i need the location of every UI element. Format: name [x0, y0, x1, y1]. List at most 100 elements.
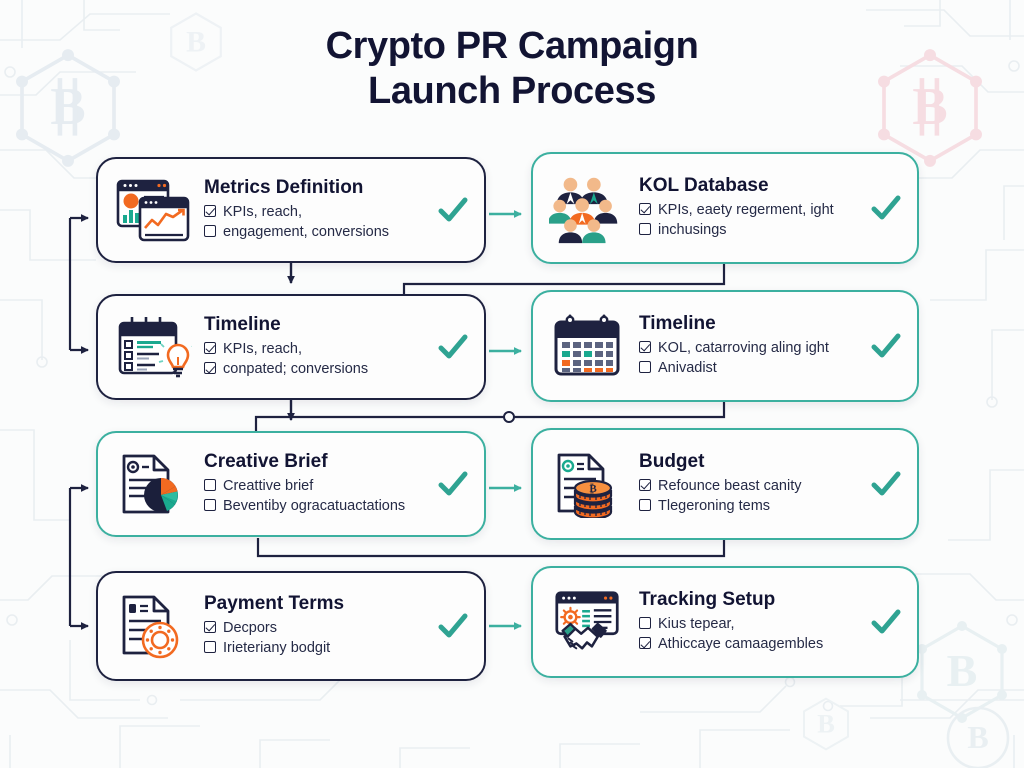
- card-title: Payment Terms: [204, 593, 345, 614]
- card-body: Tracking Setup Kius tepear, Athiccaye ca…: [627, 589, 863, 655]
- card-body: Timeline KPIs, reach, conpated; conversi…: [192, 314, 430, 380]
- card-body: Creative Brief Creattive brief Beventiby…: [192, 451, 430, 517]
- people-group-icon: [549, 172, 627, 244]
- checkbox-checked-icon[interactable]: [204, 204, 216, 217]
- check-mark-icon: [438, 471, 468, 496]
- check-mark-icon: [438, 197, 468, 222]
- card-body: Timeline KOL, catarroving aling ight Ani…: [627, 313, 863, 379]
- document-coins-icon: ₿: [549, 448, 627, 520]
- left-rail-payment: [68, 484, 89, 630]
- checklist-item[interactable]: Creattive brief: [204, 476, 430, 497]
- checklist-item[interactable]: Tlegeroning tems: [639, 496, 863, 517]
- checklist-label: inchusings: [658, 222, 727, 239]
- checklist-item[interactable]: Anivadist: [639, 358, 863, 379]
- card-body: Metrics Definition KPIs, reach, engageme…: [192, 177, 430, 243]
- title-line-2: Launch Process: [368, 69, 656, 112]
- card-metrics-definition[interactable]: Metrics Definition KPIs, reach, engageme…: [96, 157, 486, 263]
- bitcoin-circle-icon: B: [946, 706, 1010, 768]
- checklist-label: KOL, catarroving aling ight: [658, 339, 829, 356]
- checkbox-checked-icon[interactable]: [204, 341, 216, 354]
- teal-row-arrows: [489, 210, 522, 630]
- checklist-item[interactable]: KPIs, reach,: [204, 202, 430, 223]
- checklist-item[interactable]: Athiccaye camaagembles: [639, 634, 863, 655]
- checklist-label: Athiccaye camaagembles: [658, 636, 824, 653]
- checklist-lightbulb-icon: [114, 311, 192, 383]
- bitcoin-hexagon-icon: B: [917, 621, 1007, 723]
- left-feedback-rail: [68, 214, 89, 354]
- checklist-item[interactable]: Beventiby ogracatuactations: [204, 496, 430, 517]
- checkbox-checked-icon[interactable]: [639, 478, 651, 491]
- card-timeline-right[interactable]: Timeline KOL, catarroving aling ight Ani…: [531, 290, 919, 402]
- check-mark-icon: [871, 609, 901, 634]
- checklist-label: conpated; conversions: [223, 361, 369, 378]
- document-gear-icon: [114, 590, 192, 662]
- card-title: Timeline: [639, 313, 716, 334]
- checkbox-unchecked-icon[interactable]: [204, 641, 216, 654]
- card-payment-terms[interactable]: Payment Terms Decpors Irieteriany bodgit: [96, 571, 486, 681]
- checklist-label: engagement, conversions: [223, 224, 390, 241]
- card-timeline-left[interactable]: Timeline KPIs, reach, conpated; conversi…: [96, 294, 486, 400]
- checkbox-unchecked-icon[interactable]: [639, 616, 651, 629]
- checklist-label: Anivadist: [658, 360, 717, 377]
- card-creative-brief[interactable]: Creative Brief Creattive brief Beventiby…: [96, 431, 486, 537]
- checklist-label: Decpors: [223, 619, 277, 636]
- card-body: Payment Terms Decpors Irieteriany bodgit: [192, 593, 430, 659]
- card-budget[interactable]: ₿ Budget Refounce beast canity Tlegeroni…: [531, 428, 919, 540]
- card-body: Budget Refounce beast canity Tlegeroning…: [627, 451, 863, 517]
- checkbox-unchecked-icon[interactable]: [639, 499, 651, 512]
- check-mark-icon: [438, 613, 468, 638]
- check-mark-icon: [871, 471, 901, 496]
- checkbox-checked-icon[interactable]: [639, 340, 651, 353]
- document-piechart-icon: [114, 448, 192, 520]
- check-mark-icon: [871, 195, 901, 220]
- card-title: Creative Brief: [204, 451, 328, 472]
- card-kol-database[interactable]: KOL Database KPIs, eaety regerment, ight…: [531, 152, 919, 264]
- checkbox-unchecked-icon[interactable]: [204, 478, 216, 491]
- dashboard-charts-icon: [114, 174, 192, 246]
- checklist-label: Irieteriany bodgit: [223, 640, 331, 657]
- checklist-label: Kius tepear,: [658, 615, 735, 632]
- page-title: Crypto PR Campaign Launch Process: [0, 24, 1024, 114]
- card-title: Timeline: [204, 314, 281, 335]
- checkbox-checked-icon[interactable]: [639, 202, 651, 215]
- checklist-item[interactable]: Decpors: [204, 618, 430, 639]
- card-tracking-setup[interactable]: Tracking Setup Kius tepear, Athiccaye ca…: [531, 566, 919, 678]
- checklist-item[interactable]: Refounce beast canity: [639, 476, 863, 497]
- svg-text:B: B: [947, 645, 978, 696]
- card-body: KOL Database KPIs, eaety regerment, ight…: [627, 175, 863, 241]
- check-mark-icon: [871, 333, 901, 358]
- checklist-item[interactable]: conpated; conversions: [204, 359, 430, 380]
- checklist-label: Refounce beast canity: [658, 477, 802, 494]
- checklist-item[interactable]: Irieteriany bodgit: [204, 638, 430, 659]
- checklist-item[interactable]: KPIs, reach,: [204, 339, 430, 360]
- checkbox-checked-icon[interactable]: [639, 637, 651, 650]
- checkbox-checked-icon[interactable]: [204, 362, 216, 375]
- check-mark-icon: [438, 334, 468, 359]
- checklist-item[interactable]: inchusings: [639, 220, 863, 241]
- svg-text:₿: ₿: [589, 483, 597, 495]
- bitcoin-hexagon-icon: B: [803, 697, 849, 751]
- checkbox-unchecked-icon[interactable]: [204, 499, 216, 512]
- checklist-label: KPIs, reach,: [223, 340, 302, 357]
- checklist-label: KPIs, reach,: [223, 203, 302, 220]
- calendar-icon: [549, 310, 627, 382]
- card-title: Metrics Definition: [204, 177, 364, 198]
- checklist-item[interactable]: Kius tepear,: [639, 614, 863, 635]
- checkbox-unchecked-icon[interactable]: [639, 223, 651, 236]
- checklist-item[interactable]: engagement, conversions: [204, 222, 430, 243]
- checkbox-checked-icon[interactable]: [204, 620, 216, 633]
- checkbox-unchecked-icon[interactable]: [639, 361, 651, 374]
- checklist-label: Beventiby ogracatuactations: [223, 498, 406, 515]
- checklist-item[interactable]: KPIs, eaety regerment, ight: [639, 200, 863, 221]
- svg-text:B: B: [817, 708, 835, 738]
- budget-feedback-bus: [256, 538, 726, 558]
- checklist-item[interactable]: KOL, catarroving aling ight: [639, 338, 863, 359]
- title-line-1: Crypto PR Campaign: [325, 25, 699, 67]
- checklist-label: Creattive brief: [223, 477, 314, 494]
- checkbox-unchecked-icon[interactable]: [204, 225, 216, 238]
- card-title: Tracking Setup: [639, 589, 776, 610]
- card-title: Budget: [639, 451, 705, 472]
- card-title: KOL Database: [639, 175, 769, 196]
- browser-handshake-icon: [549, 586, 627, 658]
- checklist-label: Tlegeroning tems: [658, 498, 771, 515]
